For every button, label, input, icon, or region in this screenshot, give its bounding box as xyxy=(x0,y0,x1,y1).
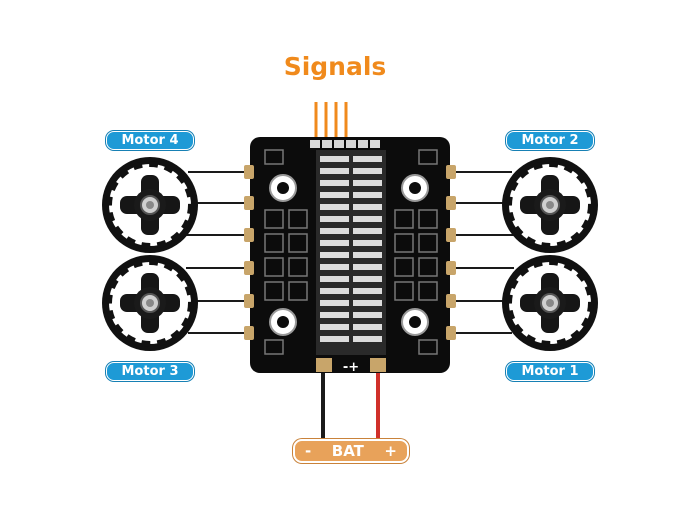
signals-label: Signals xyxy=(283,52,387,81)
battery-label: - BAT + xyxy=(293,439,409,463)
motor-3-label: Motor 3 xyxy=(106,362,194,381)
motor-1-label: Motor 1 xyxy=(506,362,594,381)
motor-4-label: Motor 4 xyxy=(106,131,194,150)
battery-negative-sign: - xyxy=(305,442,312,460)
motor-4 xyxy=(102,157,198,253)
motor-2 xyxy=(502,157,598,253)
motor-1 xyxy=(502,255,598,351)
board-polarity-marks: -+ xyxy=(343,360,359,375)
battery-text: BAT xyxy=(331,442,364,460)
motor-3 xyxy=(102,255,198,351)
esc-board: -+ xyxy=(244,137,456,375)
motor-wires xyxy=(186,171,514,334)
battery-positive-sign: + xyxy=(384,442,397,460)
motor-2-label: Motor 2 xyxy=(506,131,594,150)
